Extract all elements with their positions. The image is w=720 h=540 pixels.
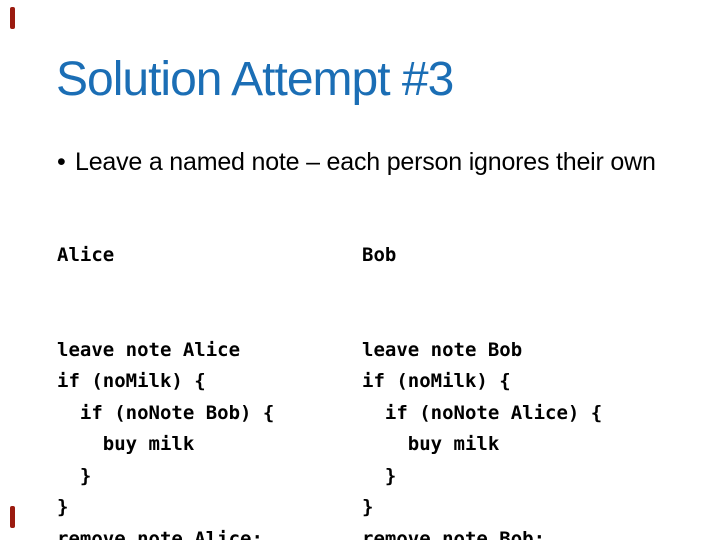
bullet-text: Leave a named note – each person ignores… bbox=[75, 148, 656, 176]
code-line: buy milk bbox=[57, 433, 195, 455]
code-line: leave note Bob bbox=[362, 338, 523, 361]
bob-code-lines: leave note Bob if (noMilk) { if (noNote A… bbox=[362, 335, 602, 540]
code-line: if (noMilk) { bbox=[362, 370, 511, 392]
code-line: } bbox=[57, 496, 69, 518]
code-line: remove note Bob; bbox=[362, 527, 546, 540]
code-line: } bbox=[57, 464, 92, 487]
code-line: } bbox=[362, 496, 374, 518]
code-line: remove note Alice; bbox=[57, 527, 263, 540]
bullet-item: • Leave a named note – each person ignore… bbox=[57, 148, 656, 177]
alice-code-lines: leave note Alice if (noMilk) { if (noNote… bbox=[57, 335, 274, 540]
code-line: buy milk bbox=[362, 433, 500, 455]
code-line: leave note Alice bbox=[57, 338, 241, 361]
alice-code-column: Alice leave note Alice if (noMilk) { if (… bbox=[57, 177, 274, 540]
alice-column-header: Alice bbox=[57, 244, 115, 266]
bob-code-column: Bob leave note Bob if (noMilk) { if (noNo… bbox=[362, 177, 602, 540]
slide-title: Solution Attempt #3 bbox=[56, 53, 454, 106]
left-edge-accent-mark-bottom bbox=[10, 506, 15, 528]
code-line: if (noNote Bob) { bbox=[57, 401, 275, 424]
code-line: if (noNote Alice) { bbox=[362, 401, 603, 424]
code-line: } bbox=[362, 464, 397, 487]
bullet-icon: • bbox=[57, 148, 66, 176]
code-line: if (noMilk) { bbox=[57, 370, 206, 392]
left-edge-accent-mark-top bbox=[10, 7, 15, 29]
bob-column-header: Bob bbox=[362, 244, 397, 266]
